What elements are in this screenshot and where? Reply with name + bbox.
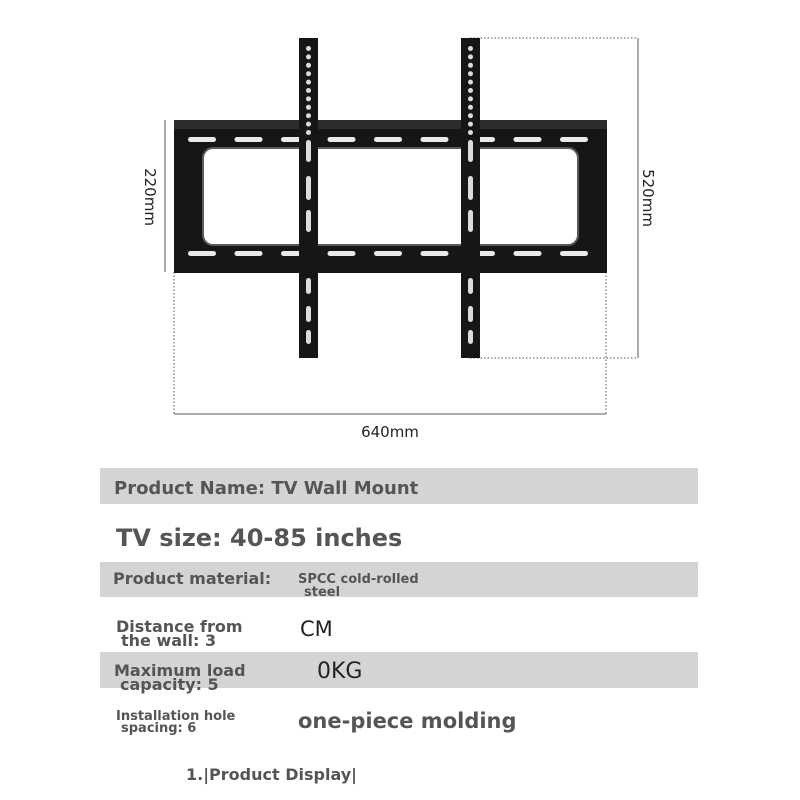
hole-label-line2: spacing: 6 (121, 721, 197, 736)
dim-label-640: 640mm (361, 423, 419, 441)
arm-hole (468, 121, 473, 127)
frame-top-slots (188, 137, 588, 142)
frame-slot (513, 251, 542, 256)
frame-slot (560, 137, 588, 142)
distance-label-line1: Distance from (116, 617, 243, 636)
frame-slot (234, 137, 263, 142)
frame-slot (513, 137, 542, 142)
material-value-line1: SPCC cold-rolled (298, 572, 419, 587)
dim-label-220: 220mm (141, 168, 159, 226)
arm-slot (468, 140, 473, 162)
arm-hole (306, 62, 311, 68)
tv-size: TV size: 40-85 inches (116, 524, 403, 552)
frame-slot (560, 251, 588, 256)
spec-band-load (100, 652, 698, 688)
load-value: 0KG (317, 659, 363, 684)
frame-slot (188, 137, 216, 142)
arm-slot (468, 210, 473, 232)
arm-hole (468, 113, 473, 119)
arm-hole (468, 88, 473, 93)
arm-slot (306, 306, 311, 322)
arm-hole (468, 130, 473, 135)
frame-slot (374, 137, 402, 142)
frame-slot (420, 251, 449, 256)
frame-slot (327, 137, 356, 142)
arm-slot (468, 306, 473, 322)
frame-slot (234, 251, 263, 256)
arm-slot (468, 278, 473, 294)
arm-hole (468, 46, 473, 51)
material-label: Product material: (113, 569, 272, 588)
arm-hole (306, 46, 311, 51)
arm-hole (306, 96, 311, 102)
arm-slot (468, 330, 473, 344)
frame-window (202, 147, 579, 246)
arm-hole (468, 62, 473, 68)
arm-hole (306, 113, 311, 119)
load-label-line2: capacity: 5 (120, 675, 219, 694)
material-value-line2: steel (304, 585, 341, 600)
arm-slot (468, 176, 473, 200)
arm-slot (306, 176, 311, 200)
wall-mount-diagram: 220mm 520mm 640mm (141, 37, 657, 441)
dim-label-520: 520mm (639, 169, 657, 227)
arm-hole (306, 121, 311, 127)
frame-slot (188, 251, 216, 256)
hole-label-line1: Installation hole (116, 709, 236, 724)
arm-holes (306, 46, 473, 344)
frame-bottom-slots (188, 251, 588, 256)
arm-hole (468, 104, 473, 110)
spec-band-material (100, 562, 698, 597)
distance-label-line2: the wall: 3 (121, 631, 217, 650)
distance-value: CM (300, 617, 333, 641)
arm-slot (306, 210, 311, 232)
arm-hole (468, 79, 473, 85)
frame-slot (327, 251, 356, 256)
frame-slot (420, 137, 449, 142)
arm-slot (306, 330, 311, 344)
arm-slot (306, 278, 311, 294)
frame-top-edge (174, 120, 607, 129)
arm-hole (306, 104, 311, 110)
hole-value: one-piece molding (298, 709, 517, 733)
arm-hole (468, 54, 473, 60)
frame-slot (374, 251, 402, 256)
arm-slot (306, 140, 311, 162)
product-name: Product Name: TV Wall Mount (114, 478, 419, 499)
arm-hole (306, 79, 311, 85)
arm-hole (306, 54, 311, 60)
arm-hole (306, 130, 311, 135)
load-label-line1: Maximum load (114, 661, 246, 680)
spec-band-product-name (100, 468, 698, 504)
arm-hole (468, 71, 473, 77)
arm-hole (468, 96, 473, 102)
arm-hole (306, 88, 311, 93)
arm-hole (306, 71, 311, 77)
section-title: 1.|Product Display| (186, 765, 358, 784)
